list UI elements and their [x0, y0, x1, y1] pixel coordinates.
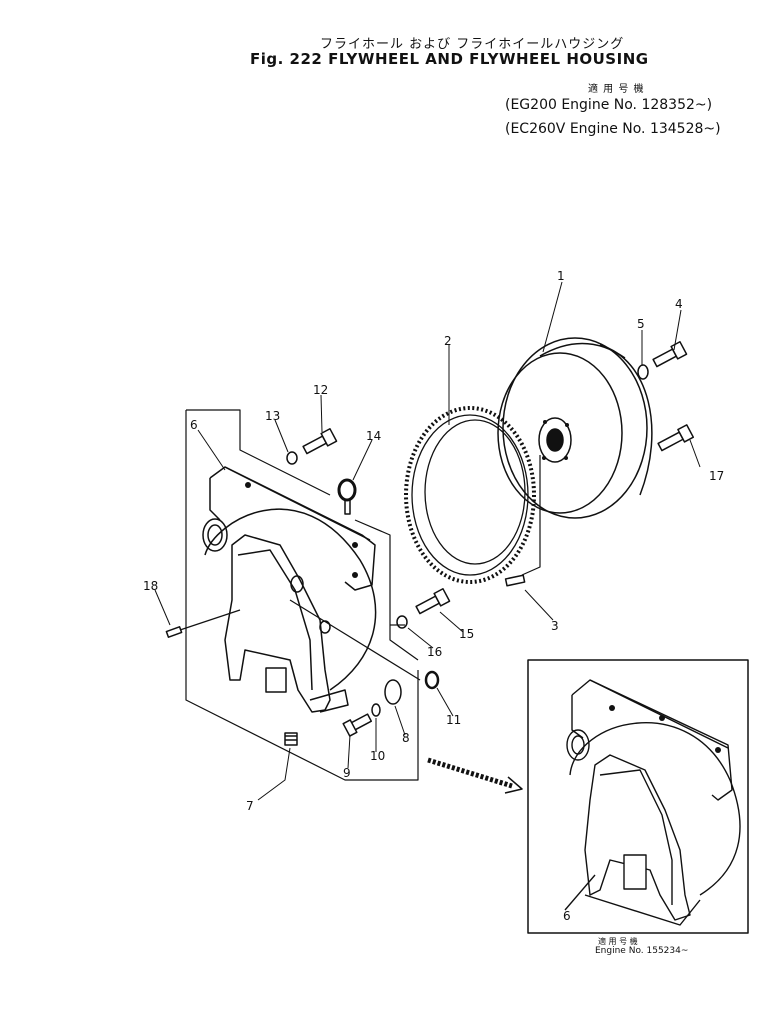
title-japanese: フライホール および フライホイールハウジング: [320, 37, 625, 52]
callout-11: 11: [446, 713, 461, 727]
applicability-eg200: (EG200 Engine No. 128352~): [505, 97, 713, 113]
callout-14: 14: [366, 429, 381, 443]
bolt-15: [415, 588, 451, 615]
inset-callout-6: 6: [563, 909, 571, 923]
callout-17: 17: [709, 469, 724, 483]
callout-7: 7: [246, 799, 254, 813]
applicability-ec260v: (EC260V Engine No. 134528~): [505, 121, 721, 137]
callout-8: 8: [402, 731, 410, 745]
dowel-18: [165, 626, 183, 638]
inset-housing: [564, 679, 741, 926]
drain-plug: [284, 732, 298, 746]
callout-1: 1: [557, 269, 565, 283]
callout-3: 3: [551, 619, 559, 633]
inset-frame: [527, 659, 749, 934]
callout-15: 15: [459, 627, 474, 641]
callout-2: 2: [444, 334, 452, 348]
callout-5: 5: [637, 317, 645, 331]
callout-13: 13: [265, 409, 280, 423]
callout-10: 10: [370, 749, 385, 763]
bolt-12: [302, 428, 338, 455]
callout-6: 6: [190, 418, 198, 432]
flywheel-housing: [202, 466, 377, 713]
callout-18: 18: [143, 579, 158, 593]
bolt-17: [657, 424, 695, 452]
callout-9: 9: [343, 766, 351, 780]
figure-title: Fig. 222 FLYWHEEL AND FLYWHEEL HOUSING: [250, 50, 649, 68]
callout-12: 12: [313, 383, 328, 397]
flywheel: [497, 337, 653, 519]
leader-lines: [154, 281, 701, 801]
assembly-brackets: [179, 409, 541, 781]
cover-8: [384, 679, 402, 705]
seal-ring-11: [424, 670, 440, 690]
applicability-heading-jp: 適 用 号 機: [588, 84, 645, 95]
eyebolt: [337, 478, 357, 515]
dowel-pin: [504, 574, 526, 587]
callout-numbers: 1 2 3 4 5 6 7 8 9 10 11 12 13 14 15 16 1…: [143, 269, 724, 923]
washer-13: [286, 451, 298, 465]
washer-16: [396, 615, 408, 629]
bolt-9: [342, 713, 373, 737]
inset-applicability: Engine No. 155234~: [595, 946, 689, 956]
callout-16: 16: [427, 645, 442, 659]
inset-applicability-jp: 適 用 号 機: [598, 937, 638, 946]
ring-gear: [404, 406, 536, 584]
reference-arrow: [427, 757, 523, 794]
washer-5: [637, 364, 649, 380]
bolt-4: [652, 341, 688, 368]
callout-4: 4: [675, 297, 683, 311]
washer-10: [371, 703, 381, 717]
